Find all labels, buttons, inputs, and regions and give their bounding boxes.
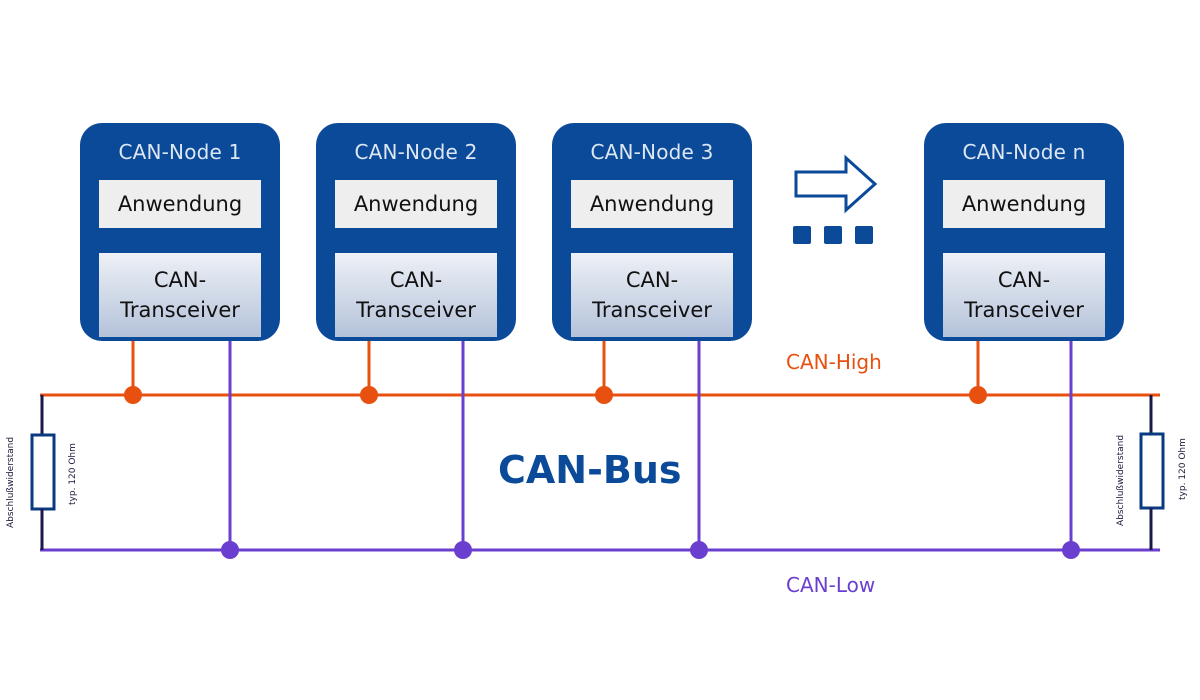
- can-high-label: CAN-High: [786, 350, 882, 374]
- can-low-label: CAN-Low: [786, 573, 876, 597]
- arrow-right-icon: [794, 154, 878, 214]
- transceiver-label-line2: Transceiver: [120, 298, 240, 322]
- can-node-2: CAN-Node 2 Anwendung CAN- Transceiver: [316, 123, 516, 341]
- transceiver-label-line1: CAN-: [997, 268, 1051, 292]
- can-node-3: CAN-Node 3 Anwendung CAN- Transceiver: [552, 123, 752, 341]
- left-termination-resistor: [30, 395, 56, 550]
- left-resistor-name: Abschlußwiderstand: [6, 436, 16, 528]
- transceiver-label-line2: Transceiver: [964, 298, 1084, 322]
- right-termination-resistor: [1139, 395, 1165, 550]
- transceiver-block: CAN- Transceiver: [335, 253, 497, 337]
- right-resistor-name: Abschlußwiderstand: [1116, 434, 1126, 526]
- node3-low-junction: [690, 541, 708, 559]
- ellipsis-squares-icon: [793, 226, 873, 244]
- application-block: Anwendung: [99, 180, 261, 228]
- application-block: Anwendung: [335, 180, 497, 228]
- transceiver-block: CAN- Transceiver: [571, 253, 733, 337]
- node-title: CAN-Node n: [962, 140, 1086, 164]
- transceiver-label-line2: Transceiver: [356, 298, 476, 322]
- node2-high-junction: [360, 386, 378, 404]
- left-resistor-value: typ. 120 Ohm: [68, 443, 78, 505]
- node1-high-junction: [124, 386, 142, 404]
- node-title: CAN-Node 1: [118, 140, 242, 164]
- transceiver-block: CAN- Transceiver: [943, 253, 1105, 337]
- application-block: Anwendung: [571, 180, 733, 228]
- can-node-1: CAN-Node 1 Anwendung CAN- Transceiver: [80, 123, 280, 341]
- transceiver-label-line1: CAN-: [625, 268, 679, 292]
- can-node-n: CAN-Node n Anwendung CAN- Transceiver: [924, 123, 1124, 341]
- node-title: CAN-Node 2: [354, 140, 478, 164]
- application-block: Anwendung: [943, 180, 1105, 228]
- transceiver-block: CAN- Transceiver: [99, 253, 261, 337]
- noden-high-junction: [969, 386, 987, 404]
- transceiver-label-line1: CAN-: [389, 268, 443, 292]
- can-bus-title: CAN-Bus: [498, 448, 682, 492]
- noden-low-junction: [1062, 541, 1080, 559]
- node3-high-junction: [595, 386, 613, 404]
- node-title: CAN-Node 3: [590, 140, 714, 164]
- right-resistor-value: typ. 120 Ohm: [1178, 438, 1188, 500]
- transceiver-label-line1: CAN-: [153, 268, 207, 292]
- node1-low-junction: [221, 541, 239, 559]
- node2-low-junction: [454, 541, 472, 559]
- transceiver-label-line2: Transceiver: [592, 298, 712, 322]
